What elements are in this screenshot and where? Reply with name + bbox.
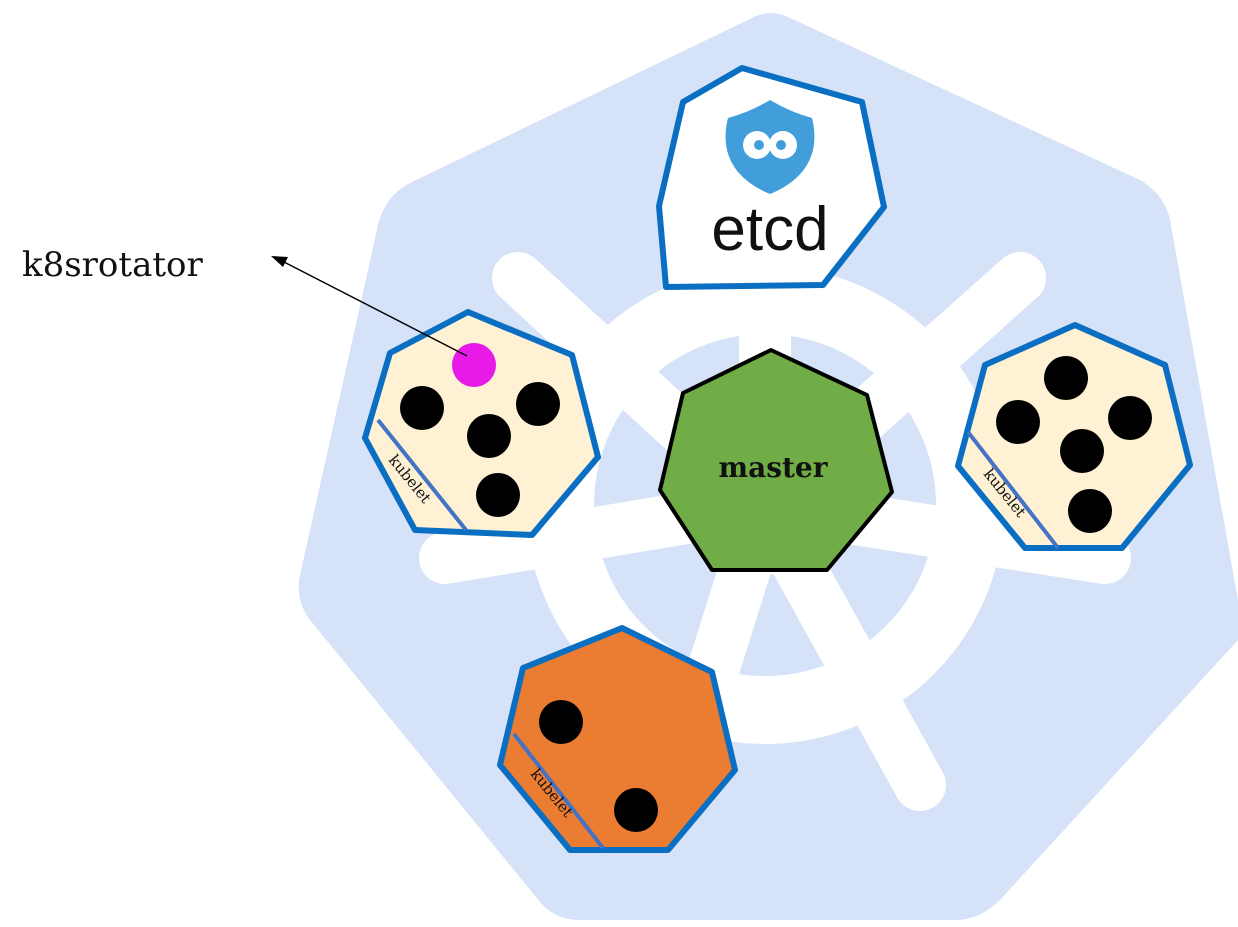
- master-node: master: [658, 348, 894, 572]
- pod: [996, 400, 1040, 444]
- pod-rotator: [452, 343, 496, 387]
- pod: [539, 700, 583, 744]
- k8srotator-label: k8srotator: [22, 245, 203, 285]
- etcd-node: etcd: [656, 65, 887, 290]
- pod: [1060, 429, 1104, 473]
- pod: [1044, 356, 1088, 400]
- worker-node-right: kubelet: [955, 322, 1193, 551]
- pod: [467, 414, 511, 458]
- worker-node-bottom: kubelet: [497, 625, 738, 853]
- master-label: master: [718, 451, 828, 484]
- kubelet-divider-right: [966, 430, 1060, 550]
- pod: [400, 386, 444, 430]
- pod: [516, 382, 560, 426]
- pod: [1108, 396, 1152, 440]
- worker-node-left: kubelet: [362, 309, 601, 538]
- pod: [476, 473, 520, 517]
- arrow-icon: [271, 256, 468, 357]
- pod: [614, 788, 658, 832]
- kubelet-divider-bottom: [512, 732, 605, 850]
- etcd-logo-icon: [725, 100, 815, 194]
- kubelet-divider-left: [376, 418, 468, 532]
- pod: [1068, 489, 1112, 533]
- etcd-label: etcd: [711, 195, 828, 264]
